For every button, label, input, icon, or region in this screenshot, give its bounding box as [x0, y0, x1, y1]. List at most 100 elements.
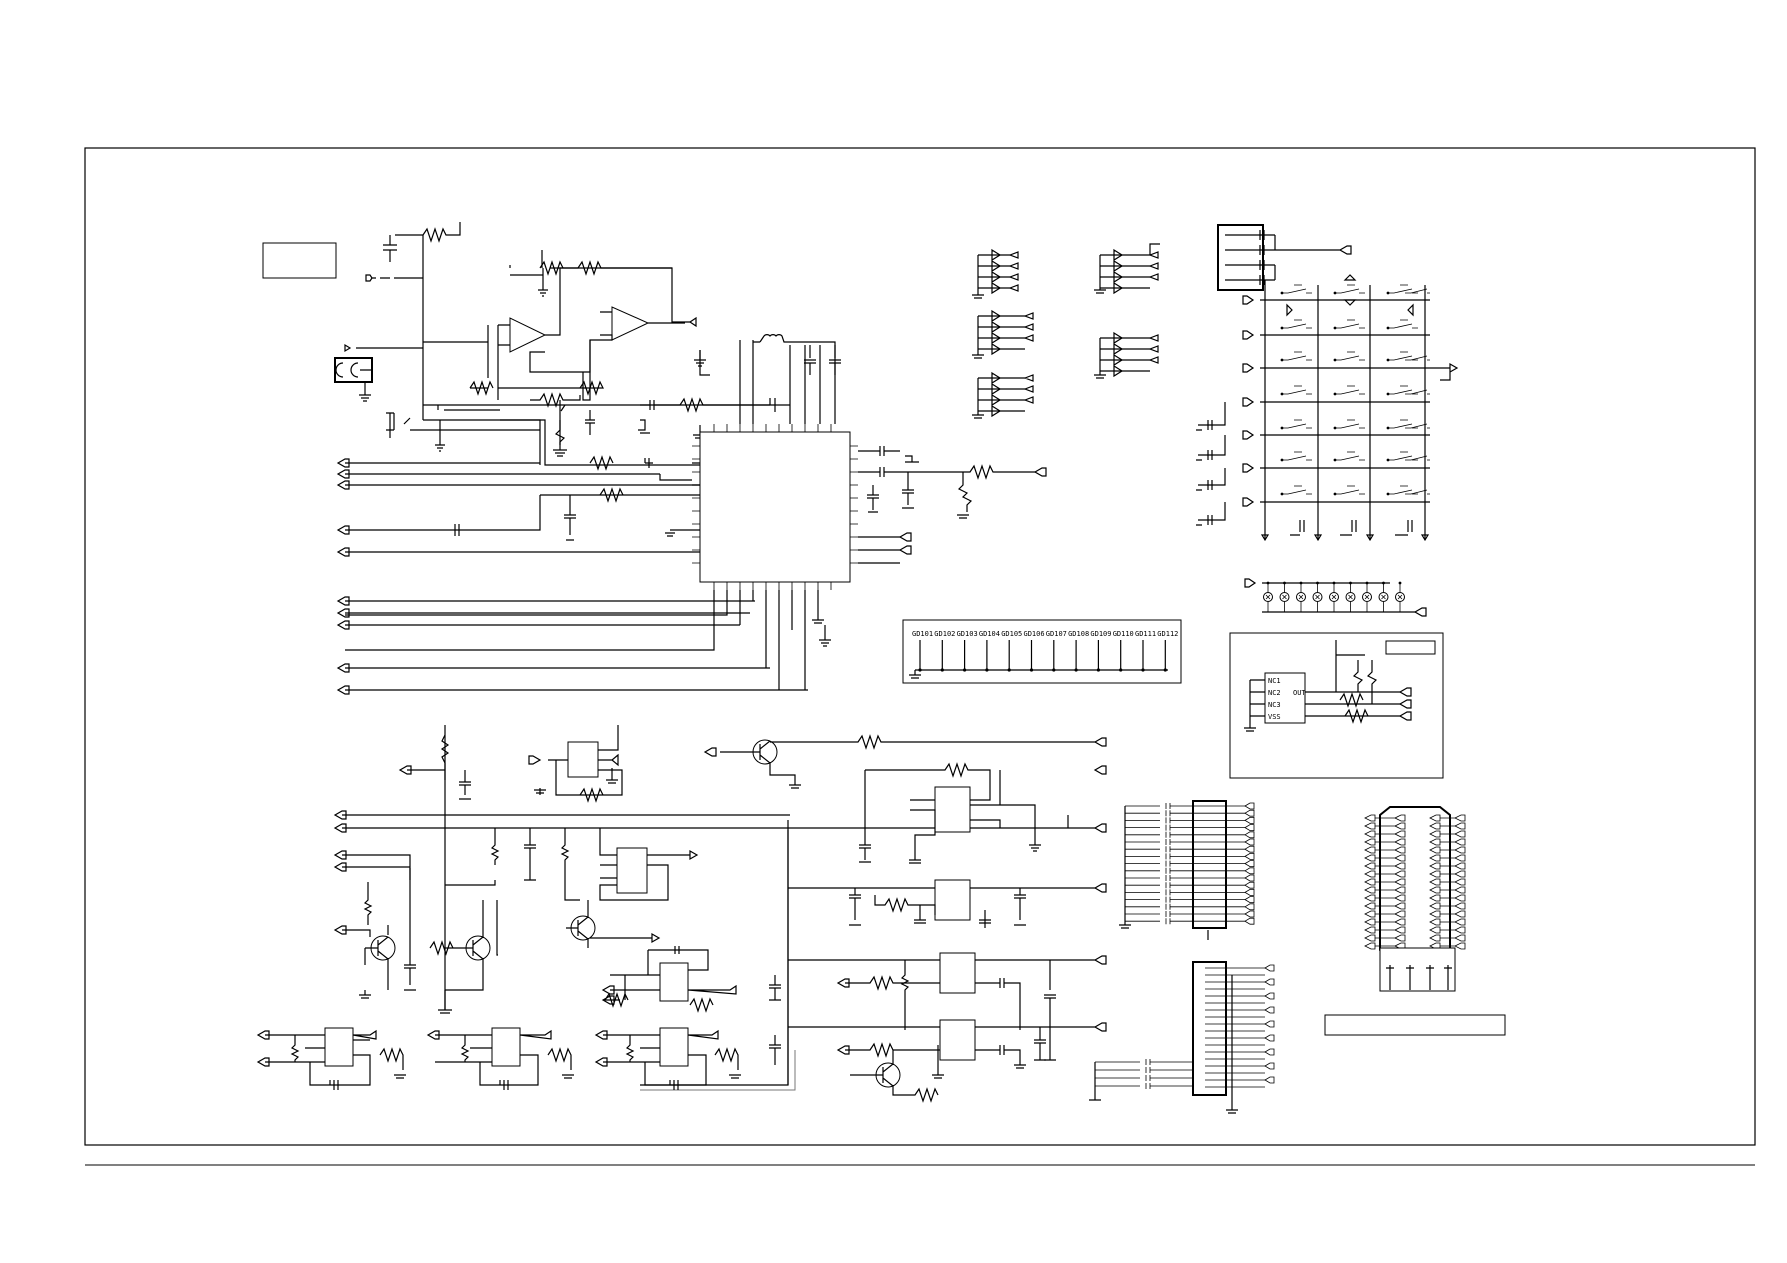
display-pin-label: GD105 [1001, 630, 1022, 638]
regulator-cluster [640, 762, 1107, 1103]
key-switch-node [1333, 458, 1337, 462]
led-cross [1265, 594, 1271, 600]
connector-pin-arrow [1244, 903, 1255, 911]
connector-ground [1089, 1062, 1101, 1101]
display-pin-label: GD108 [1068, 630, 1089, 638]
connector-pin-arrow [1264, 1006, 1275, 1014]
connector-left-pin [1364, 846, 1406, 854]
connector-right-pin [1429, 894, 1466, 902]
connector-pin-line [1125, 824, 1245, 831]
connector-pin-line [1125, 860, 1245, 867]
connector-left-pin [1364, 918, 1406, 926]
key-switch-node [1333, 492, 1337, 496]
led-cross [1381, 594, 1386, 600]
led-junction [1266, 581, 1270, 585]
diode-arrays [972, 243, 1160, 419]
connector-right-pin [1429, 918, 1466, 926]
key-switch [1282, 419, 1312, 429]
connector-pin-arrow [1244, 910, 1255, 918]
connector-right-pin [1429, 822, 1466, 830]
connector-bank-1 [1119, 800, 1255, 940]
sensor-pin-nc3: NC3 [1268, 701, 1281, 709]
key-switch-node [1386, 291, 1390, 295]
led-cross [1348, 594, 1353, 600]
led-junction [1316, 581, 1319, 585]
sheet-border [84, 147, 1756, 1146]
connector-left-pin [1364, 830, 1406, 838]
connector-input-line [1095, 1059, 1193, 1065]
display-pin-label: GD110 [1113, 630, 1134, 638]
connector-pin-arrow [1264, 992, 1275, 1000]
connector-pin-arrow [1264, 1020, 1275, 1028]
led-row [1244, 578, 1427, 617]
led-junction [1382, 581, 1385, 585]
connector-right-pin [1429, 830, 1466, 838]
connector-pin-arrow [1264, 1062, 1275, 1070]
key-switch-node [1333, 291, 1337, 295]
connector-2 [1192, 961, 1227, 1096]
connector-left-pin [1364, 838, 1406, 846]
connector-pin-line [1125, 803, 1245, 809]
key-switch [1282, 284, 1312, 294]
key-switch [1388, 284, 1418, 294]
connector-input-line [1095, 1067, 1193, 1073]
sensor-pin-out: OUT [1293, 689, 1306, 697]
key-switch-node [1280, 291, 1284, 295]
regulator-3 [934, 879, 971, 921]
connector-pin-arrow [1244, 838, 1255, 846]
connector-left-pin [1364, 862, 1406, 870]
key-switch [1388, 485, 1418, 495]
main-microcontroller [699, 431, 851, 583]
key-switch [1388, 351, 1418, 361]
connector-pin-line [1125, 918, 1245, 925]
connector-left-pin [1364, 878, 1406, 886]
led-junction [1332, 581, 1336, 585]
sensor-block: NC1 NC2 NC3 VSS OUT [1229, 632, 1444, 779]
key-switch-node [1386, 358, 1390, 362]
key-switch [1282, 319, 1312, 329]
connector-pin-line [1125, 896, 1245, 903]
connector-pin-arrow [1244, 809, 1255, 817]
connector-left-pin [1364, 894, 1406, 902]
key-switch-node [1386, 458, 1390, 462]
connector-left-pin [1364, 910, 1406, 918]
sensor-label-box [1385, 640, 1436, 655]
key-switch [1282, 485, 1312, 495]
input-section [262, 222, 808, 695]
key-switch-node [1386, 492, 1390, 496]
connector-pin-line [1125, 889, 1245, 896]
connector-right-pin [1429, 814, 1466, 822]
sensor-pin-nc1: NC1 [1268, 677, 1281, 685]
connector-right-pin [1429, 878, 1466, 886]
connector-pin-line [1125, 846, 1245, 853]
led-cross [1315, 594, 1320, 600]
display-pin-label: GD111 [1135, 630, 1156, 638]
key-switch [1282, 385, 1312, 395]
connector-ground [1226, 975, 1238, 1114]
key-switch [1405, 455, 1430, 461]
key-matrix [1196, 224, 1459, 542]
connector-bank-2 [1089, 961, 1275, 1114]
connector-pin-line [1125, 853, 1245, 860]
key-switch [1388, 319, 1418, 329]
connector-right-pin [1429, 926, 1466, 934]
main-ic-section [345, 334, 1047, 690]
regulator-4 [939, 952, 976, 994]
key-switch [1388, 451, 1418, 461]
terminal-box [1379, 947, 1456, 992]
small-ic-modules [256, 946, 741, 1090]
led-cross [1331, 594, 1337, 600]
led-cross [1397, 594, 1403, 600]
connector-left-pin [1364, 814, 1406, 822]
regulator-5 [939, 1019, 976, 1061]
led-junction [1349, 581, 1352, 585]
key-switch [1405, 288, 1430, 294]
connector-1 [1192, 800, 1227, 929]
connector-pin-line [1125, 875, 1245, 881]
connector-pin-arrow [1264, 1034, 1275, 1042]
connector-left-pin [1364, 902, 1406, 910]
key-switch [1335, 485, 1365, 495]
key-switch-node [1386, 392, 1390, 396]
